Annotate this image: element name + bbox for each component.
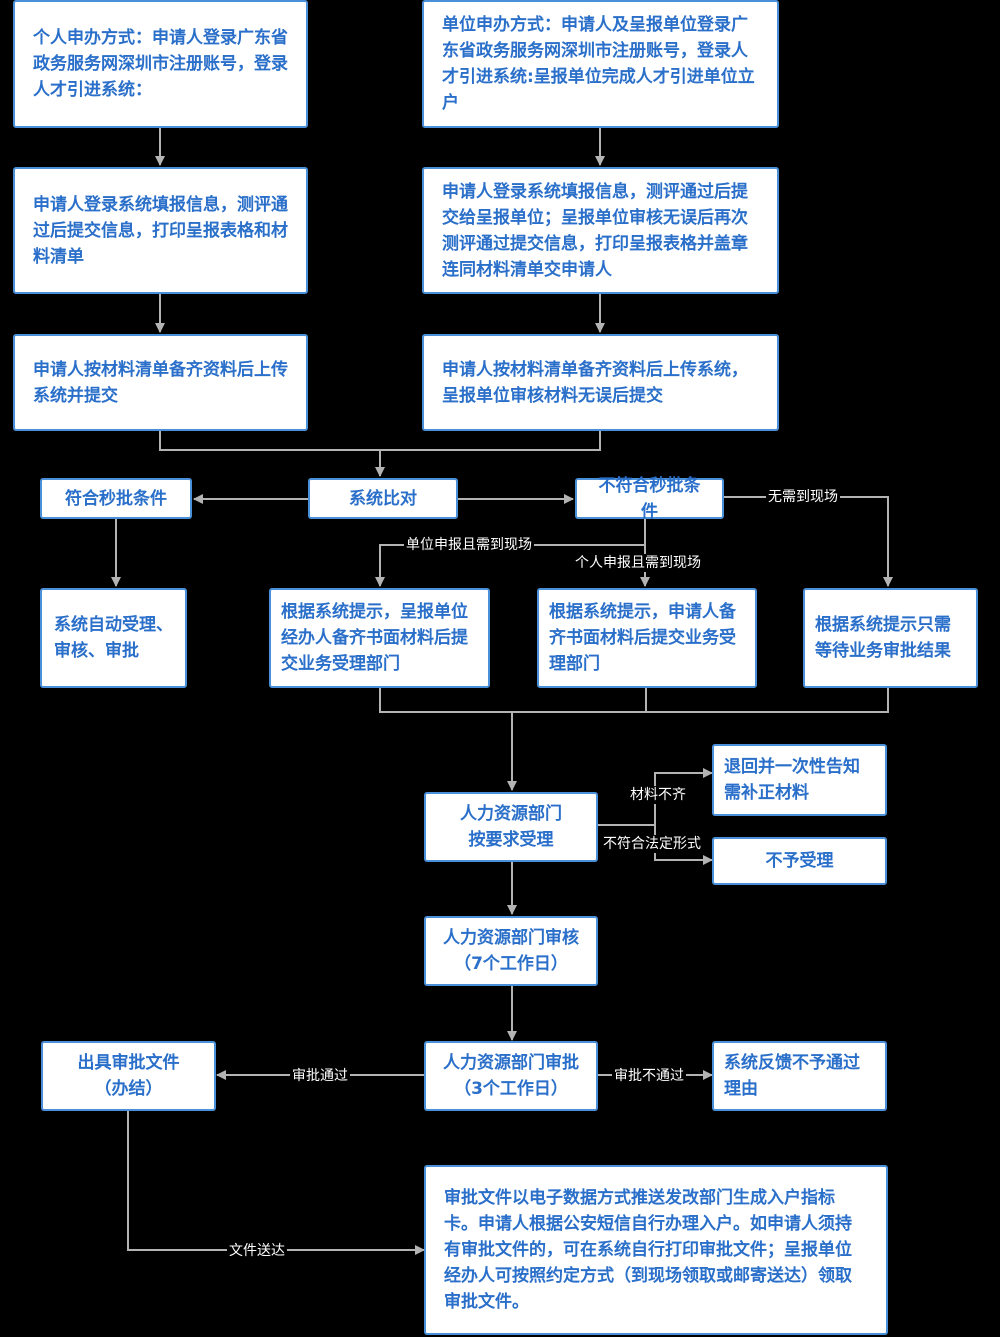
box-feedback: 系统反馈不予通过理由 [712, 1041, 887, 1111]
arrow-no-onsite [724, 496, 893, 587]
box-personal-onsite: 根据系统提示，申请人备齐书面材料后提交业务受理部门 [537, 588, 757, 688]
box-unit-fill: 申请人登录系统填报信息，测评通过后提交给呈报单位；呈报单位审核无误后再次测评通过… [422, 167, 779, 294]
box-qualifies: 符合秒批条件 [40, 478, 192, 519]
box-not-qualifies: 不符合秒批条件 [575, 476, 724, 522]
box-hr-accept: 人力资源部门按要求受理 [424, 792, 598, 862]
box-personal-method: 个人申办方式：申请人登录广东省政务服务网深圳市注册账号，登录人才引进系统： [13, 0, 308, 128]
arrow-delivery [127, 1110, 425, 1255]
label-incomplete: 材料不齐 [628, 786, 688, 804]
label-unit-need-onsite: 单位申报且需到现场 [404, 536, 534, 554]
box-personal-fill: 申请人登录系统填报信息，测评通过后提交信息，打印呈报表格和材料清单 [13, 167, 308, 294]
label-personal-need-onsite: 个人申报且需到现场 [573, 554, 703, 572]
box-unit-upload: 申请人按材料清单备齐资料后上传系统，呈报单位审核材料无误后提交 [422, 334, 779, 431]
box-issue-doc: 出具审批文件（办结） [41, 1041, 216, 1111]
label-illegal-form: 不符合法定形式 [601, 835, 703, 853]
box-auto-approve: 系统自动受理、审核、审批 [40, 588, 187, 688]
merge-bottom [379, 688, 889, 713]
box-system-compare: 系统比对 [308, 478, 458, 519]
merge-line [159, 430, 601, 451]
box-hr-review: 人力资源部门审核（7个工作日） [424, 916, 598, 986]
box-personal-upload: 申请人按材料清单备齐资料后上传系统并提交 [13, 334, 308, 431]
label-approved: 审批通过 [290, 1067, 350, 1085]
box-reject: 不予受理 [712, 837, 887, 885]
label-delivery: 文件送达 [227, 1242, 287, 1260]
label-no-need-onsite: 无需到现场 [766, 488, 840, 506]
box-final: 审批文件以电子数据方式推送发改部门生成入户指标卡。申请人根据公安短信自行办理入户… [424, 1165, 888, 1335]
box-unit-onsite: 根据系统提示，呈报单位经办人备齐书面材料后提交业务受理部门 [269, 588, 490, 688]
box-wait-result: 根据系统提示只需等待业务审批结果 [803, 588, 978, 688]
box-hr-approve: 人力资源部门审批（3个工作日） [424, 1041, 598, 1111]
box-unit-method: 单位申办方式：申请人及呈报单位登录广东省政务服务网深圳市注册账号，登录人才引进系… [422, 0, 779, 128]
label-not-approved: 审批不通过 [612, 1067, 686, 1085]
box-return-notify: 退回并一次性告知需补正材料 [712, 744, 887, 816]
